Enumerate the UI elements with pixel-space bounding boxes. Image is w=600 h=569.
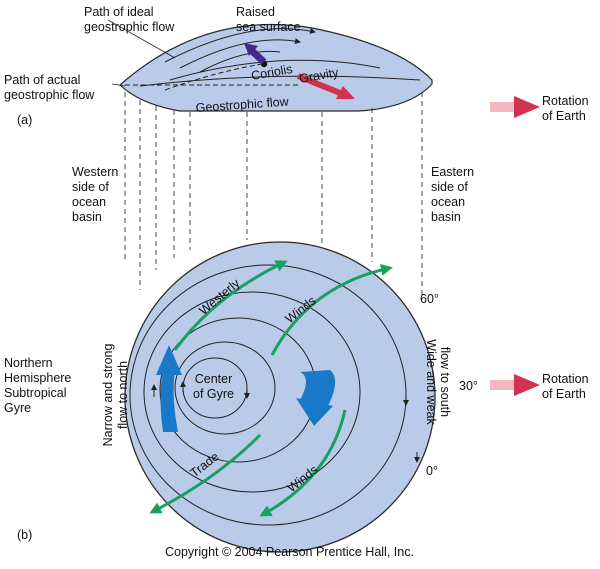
actual-path-leader bbox=[111, 83, 126, 87]
raised-sea-label: Raised sea surface bbox=[236, 5, 301, 34]
projection-lines bbox=[124, 92, 423, 300]
part-a-letter: (a) bbox=[17, 113, 33, 127]
gravity-arrowhead bbox=[336, 86, 355, 99]
western-side-label: Western side of ocean basin bbox=[72, 165, 119, 224]
rotation-arrow-b bbox=[490, 374, 540, 396]
gravity-arrow bbox=[296, 73, 342, 96]
geostrophic-flow-label: Geostrophic flow bbox=[195, 94, 290, 115]
gravity-label: Gravity bbox=[298, 65, 340, 86]
rotation-arrow-a bbox=[490, 96, 540, 118]
ideal-path-label: Path of ideal geostrophic flow bbox=[84, 5, 175, 34]
narrow-flow-line1: Narrow and strong bbox=[101, 344, 115, 447]
westerly-winds-arrow-2 bbox=[270, 264, 393, 356]
latitude-30-label: 30° bbox=[459, 379, 478, 393]
center-of-gyre-label: Center of Gyre bbox=[193, 372, 234, 401]
copyright-text: Copyright © 2004 Pearson Prentice Hall, … bbox=[165, 545, 414, 559]
part-b-letter: (b) bbox=[17, 528, 33, 542]
western-boundary-current-arrow bbox=[156, 345, 182, 432]
latitude-60-label: 60° bbox=[420, 292, 439, 306]
rotation-label-a: Rotation of Earth bbox=[542, 94, 589, 123]
trade-winds-arrow-2 bbox=[259, 409, 347, 517]
wide-flow-line2: flow to south bbox=[438, 347, 452, 417]
coriolis-arrowhead bbox=[244, 43, 258, 56]
trade-wind-arrow bbox=[149, 433, 262, 514]
ideal-path-leader bbox=[107, 19, 176, 59]
westerly-wind-arrow bbox=[173, 260, 288, 351]
rotation-label-b: Rotation of Earth bbox=[542, 372, 589, 401]
eastern-side-label: Eastern side of ocean basin bbox=[431, 165, 475, 224]
eastern-current-arrow bbox=[296, 370, 336, 426]
coriolis-arrow bbox=[249, 48, 267, 65]
gyre-label: Northern Hemisphere Subtropical Gyre bbox=[4, 356, 72, 415]
latitude-0-label: 0° bbox=[426, 464, 438, 478]
actual-path-label: Path of actual geostrophic flow bbox=[4, 73, 95, 102]
narrow-flow-line2: flow to north bbox=[116, 361, 130, 429]
wide-flow-line1: Wide and weak bbox=[424, 339, 438, 425]
raised-sea-surface bbox=[119, 23, 433, 112]
